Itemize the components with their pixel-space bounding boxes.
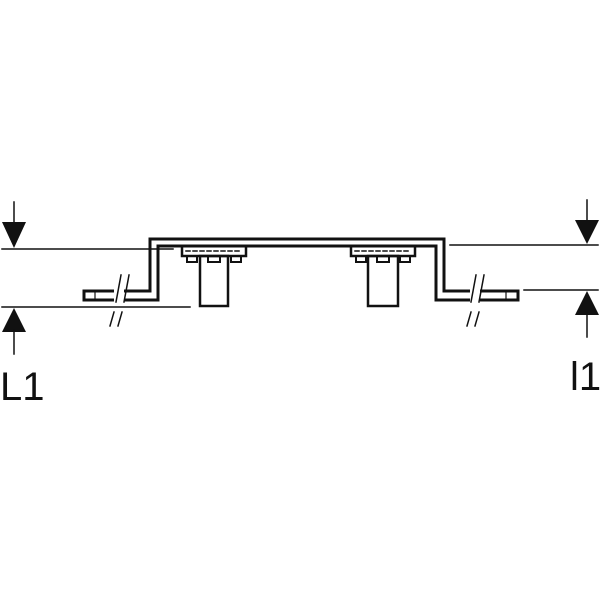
label-l1-left: L1 — [0, 365, 45, 409]
break-mark-left — [109, 274, 130, 327]
break-gap-left — [114, 285, 124, 305]
pipe-outer-contour — [82, 237, 518, 293]
pipe-inner-contour — [82, 244, 518, 302]
pipe-body — [82, 237, 520, 302]
arrow-up-icon — [575, 291, 599, 315]
outlet-lug-right-1 — [355, 255, 367, 263]
break-gap-right — [470, 285, 480, 305]
outlet-right — [349, 244, 417, 308]
outlet-lug-left-1 — [186, 255, 198, 263]
outlet-spigot-right — [366, 254, 400, 308]
dimension-l1-right — [449, 199, 599, 338]
arrow-up-icon — [2, 308, 26, 332]
label-l1-right: l1 — [570, 355, 600, 399]
outlet-lug-left-3 — [230, 255, 242, 263]
break-mark-right — [466, 274, 485, 327]
outlet-lug-right-3 — [399, 255, 411, 263]
outlet-spigot-left — [198, 254, 230, 308]
dimension-l1-left — [1, 201, 191, 355]
arrow-down-icon — [575, 220, 599, 244]
arrow-down-icon — [2, 222, 26, 248]
outlet-left — [180, 244, 248, 308]
